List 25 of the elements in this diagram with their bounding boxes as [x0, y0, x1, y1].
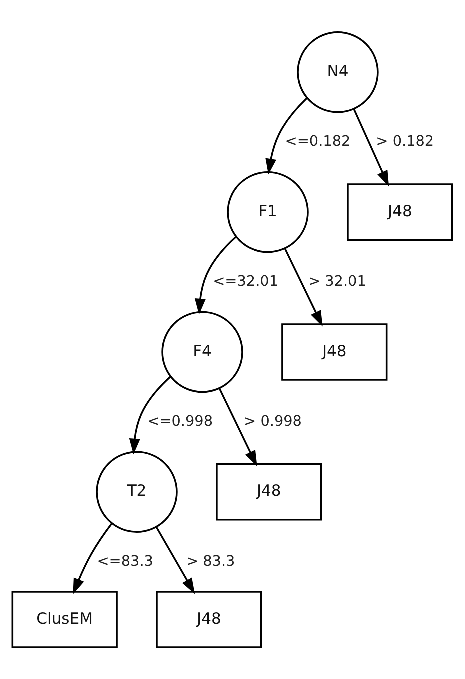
edge-label: <=0.182 [285, 134, 351, 150]
node-box: J48 [216, 462, 322, 520]
node-circle: T2 [96, 450, 178, 532]
arrow [156, 526, 196, 594]
arrow [129, 376, 172, 454]
arrow [194, 236, 237, 314]
node-circle: F4 [162, 310, 244, 393]
arrow [218, 388, 258, 466]
edge-label: > 83.3 [186, 553, 236, 570]
arrow [284, 248, 323, 326]
node-box: J48 [156, 590, 262, 648]
arrow [266, 97, 308, 174]
node-circle: N4 [297, 31, 379, 113]
edge-label: > 0.998 [244, 413, 302, 430]
node-box: J48 [282, 323, 388, 380]
edge-label: <=32.01 [213, 274, 279, 290]
node-box: ClusEM [12, 590, 118, 648]
node-box: J48 [347, 183, 454, 240]
arrow [353, 108, 390, 186]
edge-label: > 0.182 [376, 134, 434, 150]
node-circle: F1 [227, 170, 309, 253]
edge-label: <=83.3 [97, 553, 154, 570]
edge-label: > 32.01 [308, 274, 366, 290]
edge-label: <=0.998 [148, 413, 214, 430]
arrow [73, 522, 113, 594]
